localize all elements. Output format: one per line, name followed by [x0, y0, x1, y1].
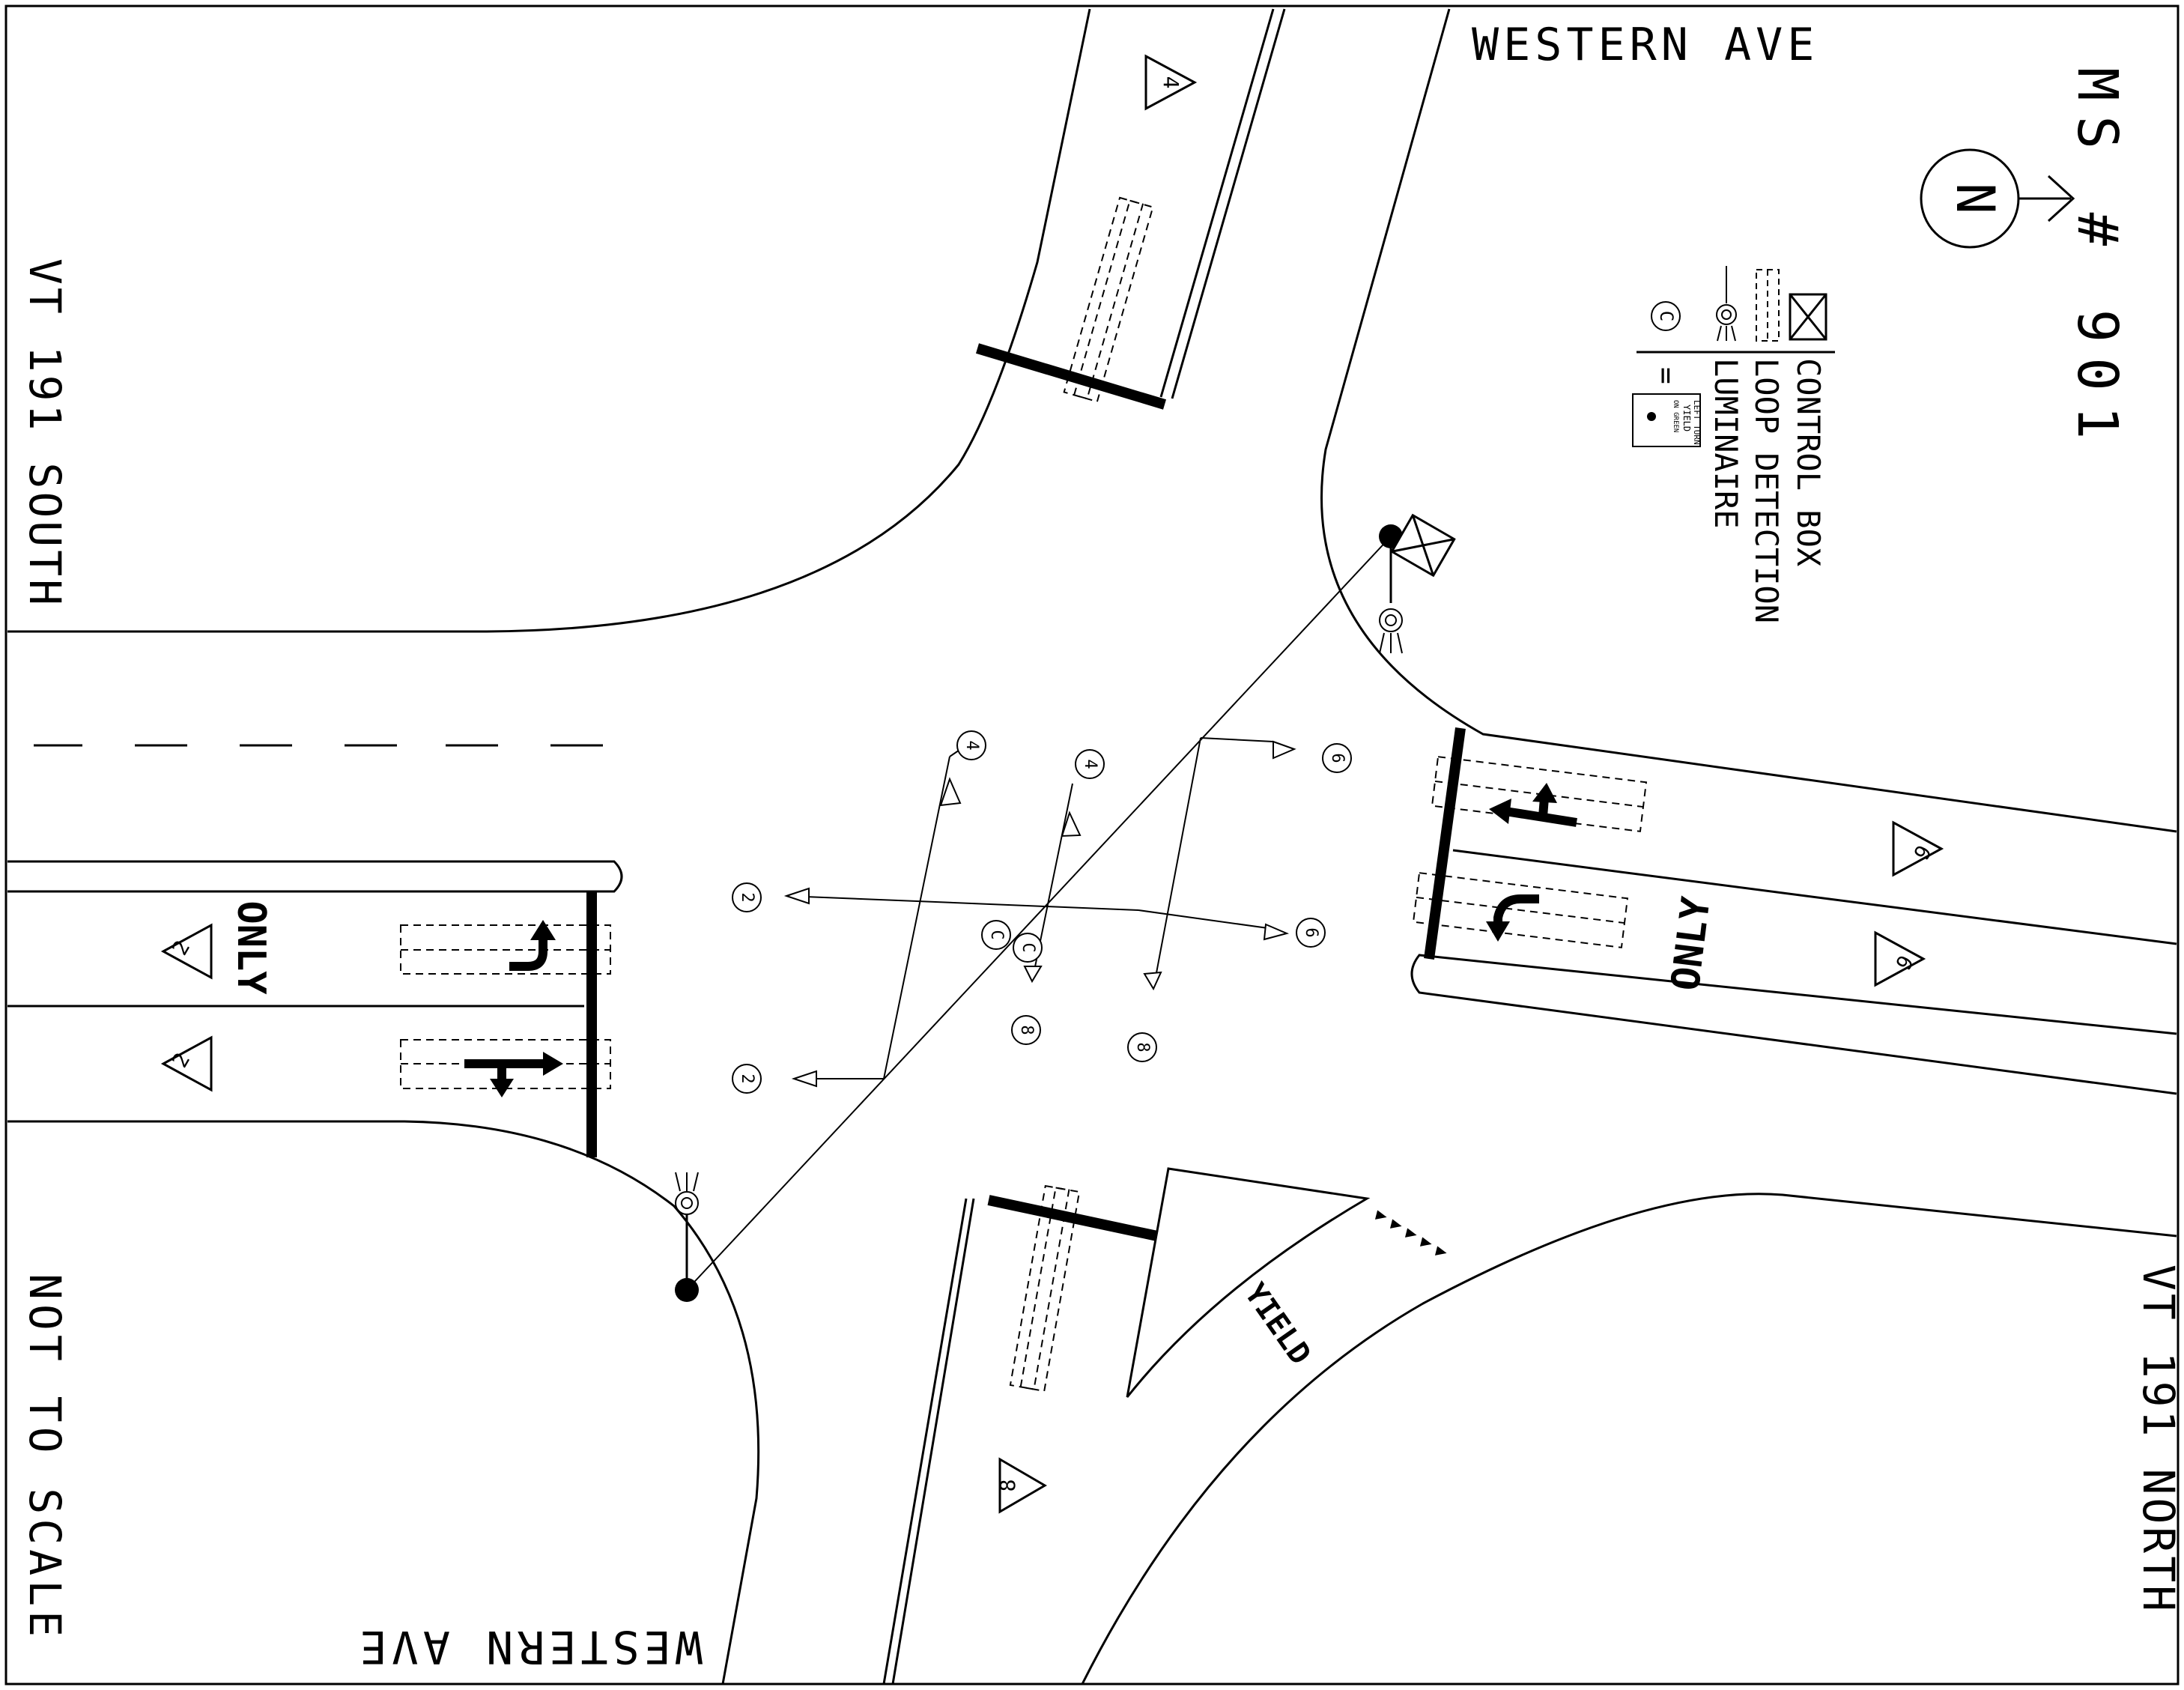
road-edges: [7, 8, 2177, 1685]
west-median-top: [7, 860, 623, 893]
loop-north: [1063, 196, 1154, 403]
pavement-yield: YIELD: [1237, 1277, 1317, 1371]
control-box: [1390, 513, 1456, 578]
head-2-top: [732, 882, 762, 912]
head-c2-label: C: [1019, 942, 1037, 952]
head-c2: [1013, 933, 1043, 963]
curb-sw: [7, 1120, 760, 1685]
head-6-mid: [1296, 918, 1326, 948]
head-c1: [981, 920, 1011, 950]
head-2-top-label: 2: [738, 892, 756, 902]
head-2-bottom-label: 2: [738, 1073, 756, 1083]
curb-se: [1081, 1193, 2177, 1685]
stop-bars: [586, 343, 1466, 1241]
signal-head-arrows: [783, 740, 1296, 1088]
stop-bar-east: [1424, 727, 1466, 960]
curb-ne: [1320, 8, 2177, 833]
label-western-ave-bottom: WESTERN AVE: [356, 1620, 703, 1673]
triangle-west-top: [160, 923, 213, 980]
legend-loop-icon: [1756, 269, 1780, 342]
head-c1-label: C: [987, 930, 1006, 939]
phase-south: 8: [995, 1479, 1020, 1492]
legend-control-box: CONTROL BOX: [1790, 358, 1827, 566]
legend-c-icon: [1651, 301, 1681, 331]
head-6-top-label: 6: [1328, 753, 1347, 763]
pavement-only-west: ONLY: [228, 900, 273, 995]
stop-bar-south: [987, 1195, 1159, 1241]
label-ms-number: MS # 901: [2065, 67, 2129, 454]
north-median: [1159, 8, 1286, 399]
head-8-left-label: 8: [1017, 1025, 1036, 1035]
legend-control-box-icon: [1789, 293, 1827, 341]
label-western-ave-top: WESTERN AVE: [1472, 19, 1819, 71]
legend-sign-line1: LEFT TURN: [1692, 400, 1702, 445]
head-8-right: [1127, 1032, 1157, 1062]
east-lane-line: [1452, 849, 2177, 945]
stop-bar-north: [975, 343, 1167, 410]
head-6-top: [1322, 743, 1352, 773]
lane-arrows: [464, 783, 1577, 1097]
triangle-east-bottom: [1874, 930, 1926, 987]
luminaire-ne: [1379, 608, 1403, 654]
head-4-right-label: 4: [1081, 759, 1099, 769]
legend: CONTROL BOX LOOP DETECTION LUMINAIRE C =…: [1632, 266, 1835, 623]
head-4-left-label: 4: [962, 740, 981, 750]
pavement-only-east: ONLY: [1663, 894, 1720, 993]
label-vt191-north: VT 191 NORTH: [2133, 1265, 2184, 1614]
triangle-east-top: [1892, 820, 1944, 877]
luminaire-sw: [675, 1172, 699, 1215]
head-4-left: [956, 730, 986, 760]
head-4-right: [1075, 749, 1105, 779]
legend-sign-line3: ON GREEN: [1672, 400, 1679, 432]
head-2-bottom: [732, 1064, 762, 1094]
legend-loop-detection: LOOP DETECTION: [1748, 358, 1785, 623]
south-median: [882, 1198, 975, 1685]
phase-north: 4: [1159, 76, 1183, 89]
phase-triangles: [160, 54, 1944, 1514]
label-not-to-scale: NOT TO SCALE: [19, 1273, 70, 1641]
triangle-south: [998, 1457, 1047, 1514]
label-vt191-south: VT 191 SOUTH: [19, 258, 70, 608]
sheet-border: [4, 4, 2180, 1686]
legend-sign-dot: [1647, 412, 1656, 421]
yield-teeth: [1374, 1210, 1447, 1256]
legend-luminaire-icon: [1716, 266, 1737, 342]
south-island: [1126, 1167, 1371, 1398]
curb-nw: [7, 8, 1091, 633]
east-median: [1410, 954, 2177, 1095]
north-letter: N: [1944, 183, 2006, 214]
north-arrow: [1920, 148, 2075, 249]
legend-sign-line2: YIELD: [1681, 405, 1692, 431]
triangle-north: [1144, 54, 1198, 111]
signal-head-circles: [732, 730, 1352, 1094]
legend-c: C: [1656, 311, 1677, 321]
arrow-west-left: [509, 936, 547, 971]
legend-luminaire: LUMINAIRE: [1708, 358, 1744, 529]
arrow-east-left: [1493, 894, 1539, 925]
head-8-right-label: 8: [1133, 1042, 1152, 1052]
span-wires: [686, 536, 1392, 1291]
head-8-left: [1011, 1015, 1041, 1045]
legend-sign: [1632, 393, 1701, 447]
legend-equals: =: [1650, 367, 1683, 384]
triangle-west-bottom: [160, 1035, 213, 1092]
head-6-mid-label: 6: [1302, 927, 1320, 937]
